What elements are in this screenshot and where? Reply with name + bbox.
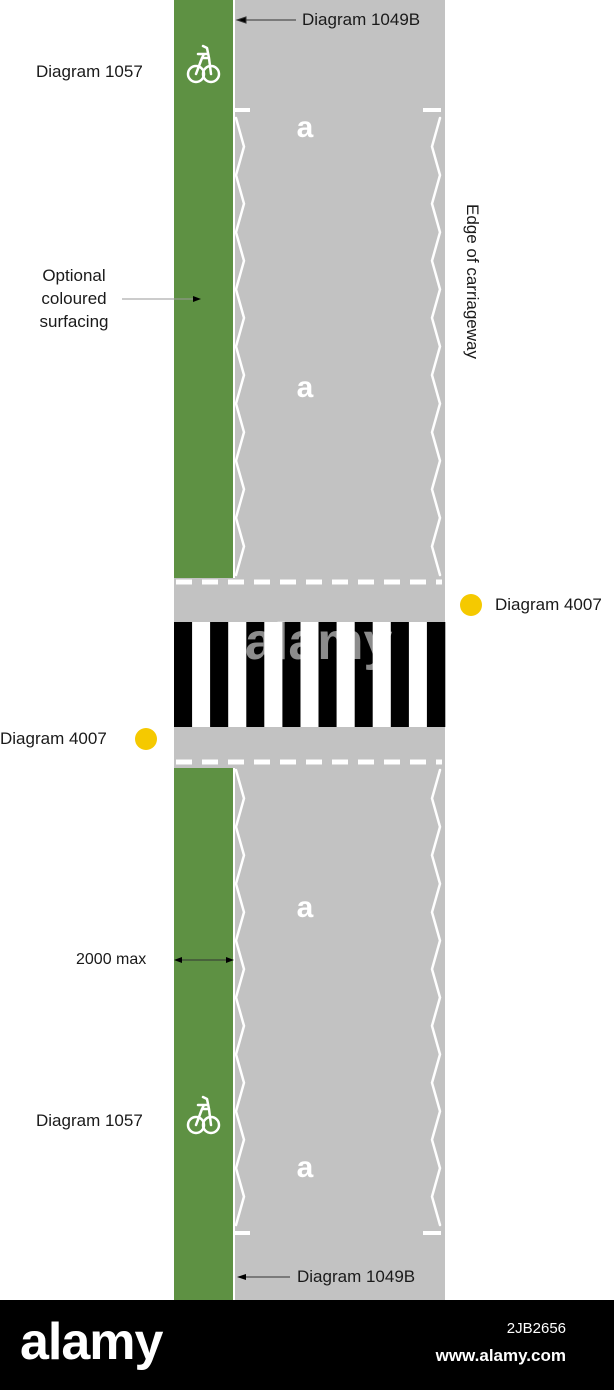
road-end-bars bbox=[234, 108, 441, 1235]
bicycle-icon bbox=[186, 44, 221, 84]
zebra-stripe bbox=[264, 622, 283, 727]
zebra-stripe bbox=[426, 622, 446, 727]
zebra-stripe bbox=[282, 622, 301, 727]
zigzag-line bbox=[430, 116, 442, 577]
carriageway-top bbox=[233, 0, 445, 578]
watermark: alamy bbox=[245, 613, 393, 671]
label-diagram-4007-right: Diagram 4007 bbox=[495, 595, 602, 614]
zigzag-line bbox=[234, 116, 246, 577]
label-max-width: 2000 max bbox=[76, 951, 147, 968]
brand-logo: alamy bbox=[20, 1313, 163, 1371]
zigzag-line bbox=[234, 768, 246, 1227]
zebra-stripe bbox=[408, 622, 428, 727]
footer-bar: alamy 2JB2656 www.alamy.com bbox=[0, 1300, 614, 1390]
zebra-stripe bbox=[174, 622, 193, 727]
lane-letter-mark: a bbox=[297, 891, 314, 924]
zigzag-markings bbox=[234, 116, 442, 1227]
zebra-crossing bbox=[174, 622, 446, 727]
label-diagram-1057-bottom: Diagram 1057 bbox=[36, 1111, 143, 1130]
label-optional-surfacing: Optional coloured surfacing bbox=[39, 266, 109, 331]
cycle-lane-top bbox=[174, 0, 233, 578]
zebra-stripe bbox=[228, 622, 247, 727]
arrowhead-icon bbox=[235, 16, 247, 24]
zebra-stripe bbox=[354, 622, 374, 727]
zebra-stripe bbox=[372, 622, 392, 727]
zebra-stripe bbox=[246, 622, 265, 727]
zigzag-line bbox=[430, 768, 442, 1227]
lane-letter-mark: a bbox=[297, 371, 314, 404]
footer-url: www.alamy.com bbox=[435, 1346, 566, 1365]
lane-letter-markings: a a a a bbox=[297, 111, 314, 1184]
zebra-stripe bbox=[336, 622, 355, 727]
road-diagram: a a a a bbox=[122, 0, 482, 1300]
cycle-lane-bottom bbox=[174, 768, 233, 1300]
lane-letter-mark: a bbox=[297, 1151, 314, 1184]
arrowhead-icon bbox=[237, 1274, 246, 1280]
belisha-beacon-left bbox=[135, 728, 157, 750]
arrowhead-icon bbox=[174, 957, 182, 963]
zebra-stripe bbox=[318, 622, 337, 727]
label-edge-of-carriageway: Edge of carriageway bbox=[463, 204, 482, 359]
label-diagram-1057-top: Diagram 1057 bbox=[36, 62, 143, 81]
label-diagram-4007-left: Diagram 4007 bbox=[0, 729, 107, 748]
image-id: 2JB2656 bbox=[506, 1320, 566, 1337]
belisha-beacon-right bbox=[460, 594, 482, 616]
label-diagram-1049b-bottom: Diagram 1049B bbox=[297, 1267, 416, 1286]
label-diagram-1049b-top: Diagram 1049B bbox=[302, 10, 421, 29]
zebra-stripe bbox=[192, 622, 211, 727]
zebra-stripe bbox=[390, 622, 410, 727]
bicycle-icon bbox=[186, 1095, 221, 1135]
zebra-stripe bbox=[210, 622, 229, 727]
lane-letter-mark: a bbox=[297, 111, 314, 144]
zebra-stripe bbox=[300, 622, 319, 727]
carriageway-bottom bbox=[233, 768, 445, 1300]
arrowhead-icon bbox=[193, 296, 201, 302]
arrowhead-icon bbox=[226, 957, 234, 963]
